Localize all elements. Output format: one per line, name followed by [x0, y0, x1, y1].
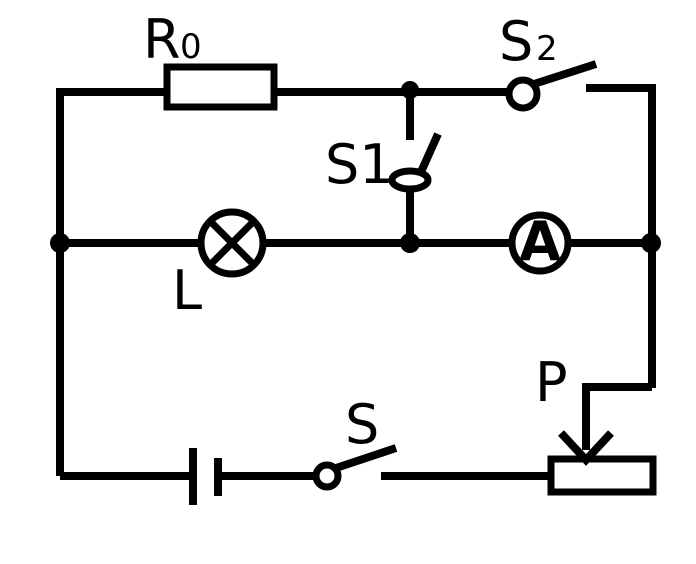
rheostat — [547, 455, 657, 496]
svg-text:S: S — [499, 10, 533, 73]
svg-text:2: 2 — [536, 29, 558, 69]
svg-text:0: 0 — [180, 27, 202, 67]
svg-text:R: R — [143, 8, 181, 71]
top-branch-wires — [56, 84, 656, 476]
resistor-r0 — [163, 63, 278, 111]
lamp-label: L — [172, 259, 202, 322]
resistor-r0-label: R 0 — [143, 8, 202, 71]
switch-s1-label: S1 — [325, 133, 394, 196]
switch-s2 — [505, 60, 598, 112]
switch-s-label: S — [345, 393, 379, 456]
lamp-l — [197, 208, 267, 278]
switch-s — [312, 444, 398, 491]
slider-label: P — [535, 351, 568, 414]
battery — [189, 448, 222, 505]
slider-wire — [582, 383, 652, 450]
junction-right — [641, 233, 661, 253]
switch-s2-label: S 2 — [499, 10, 558, 73]
svg-text:A: A — [519, 210, 561, 273]
switch-s1 — [388, 132, 442, 193]
junction-middle — [400, 233, 420, 253]
junction-left — [50, 233, 70, 253]
ammeter: A — [508, 210, 572, 275]
